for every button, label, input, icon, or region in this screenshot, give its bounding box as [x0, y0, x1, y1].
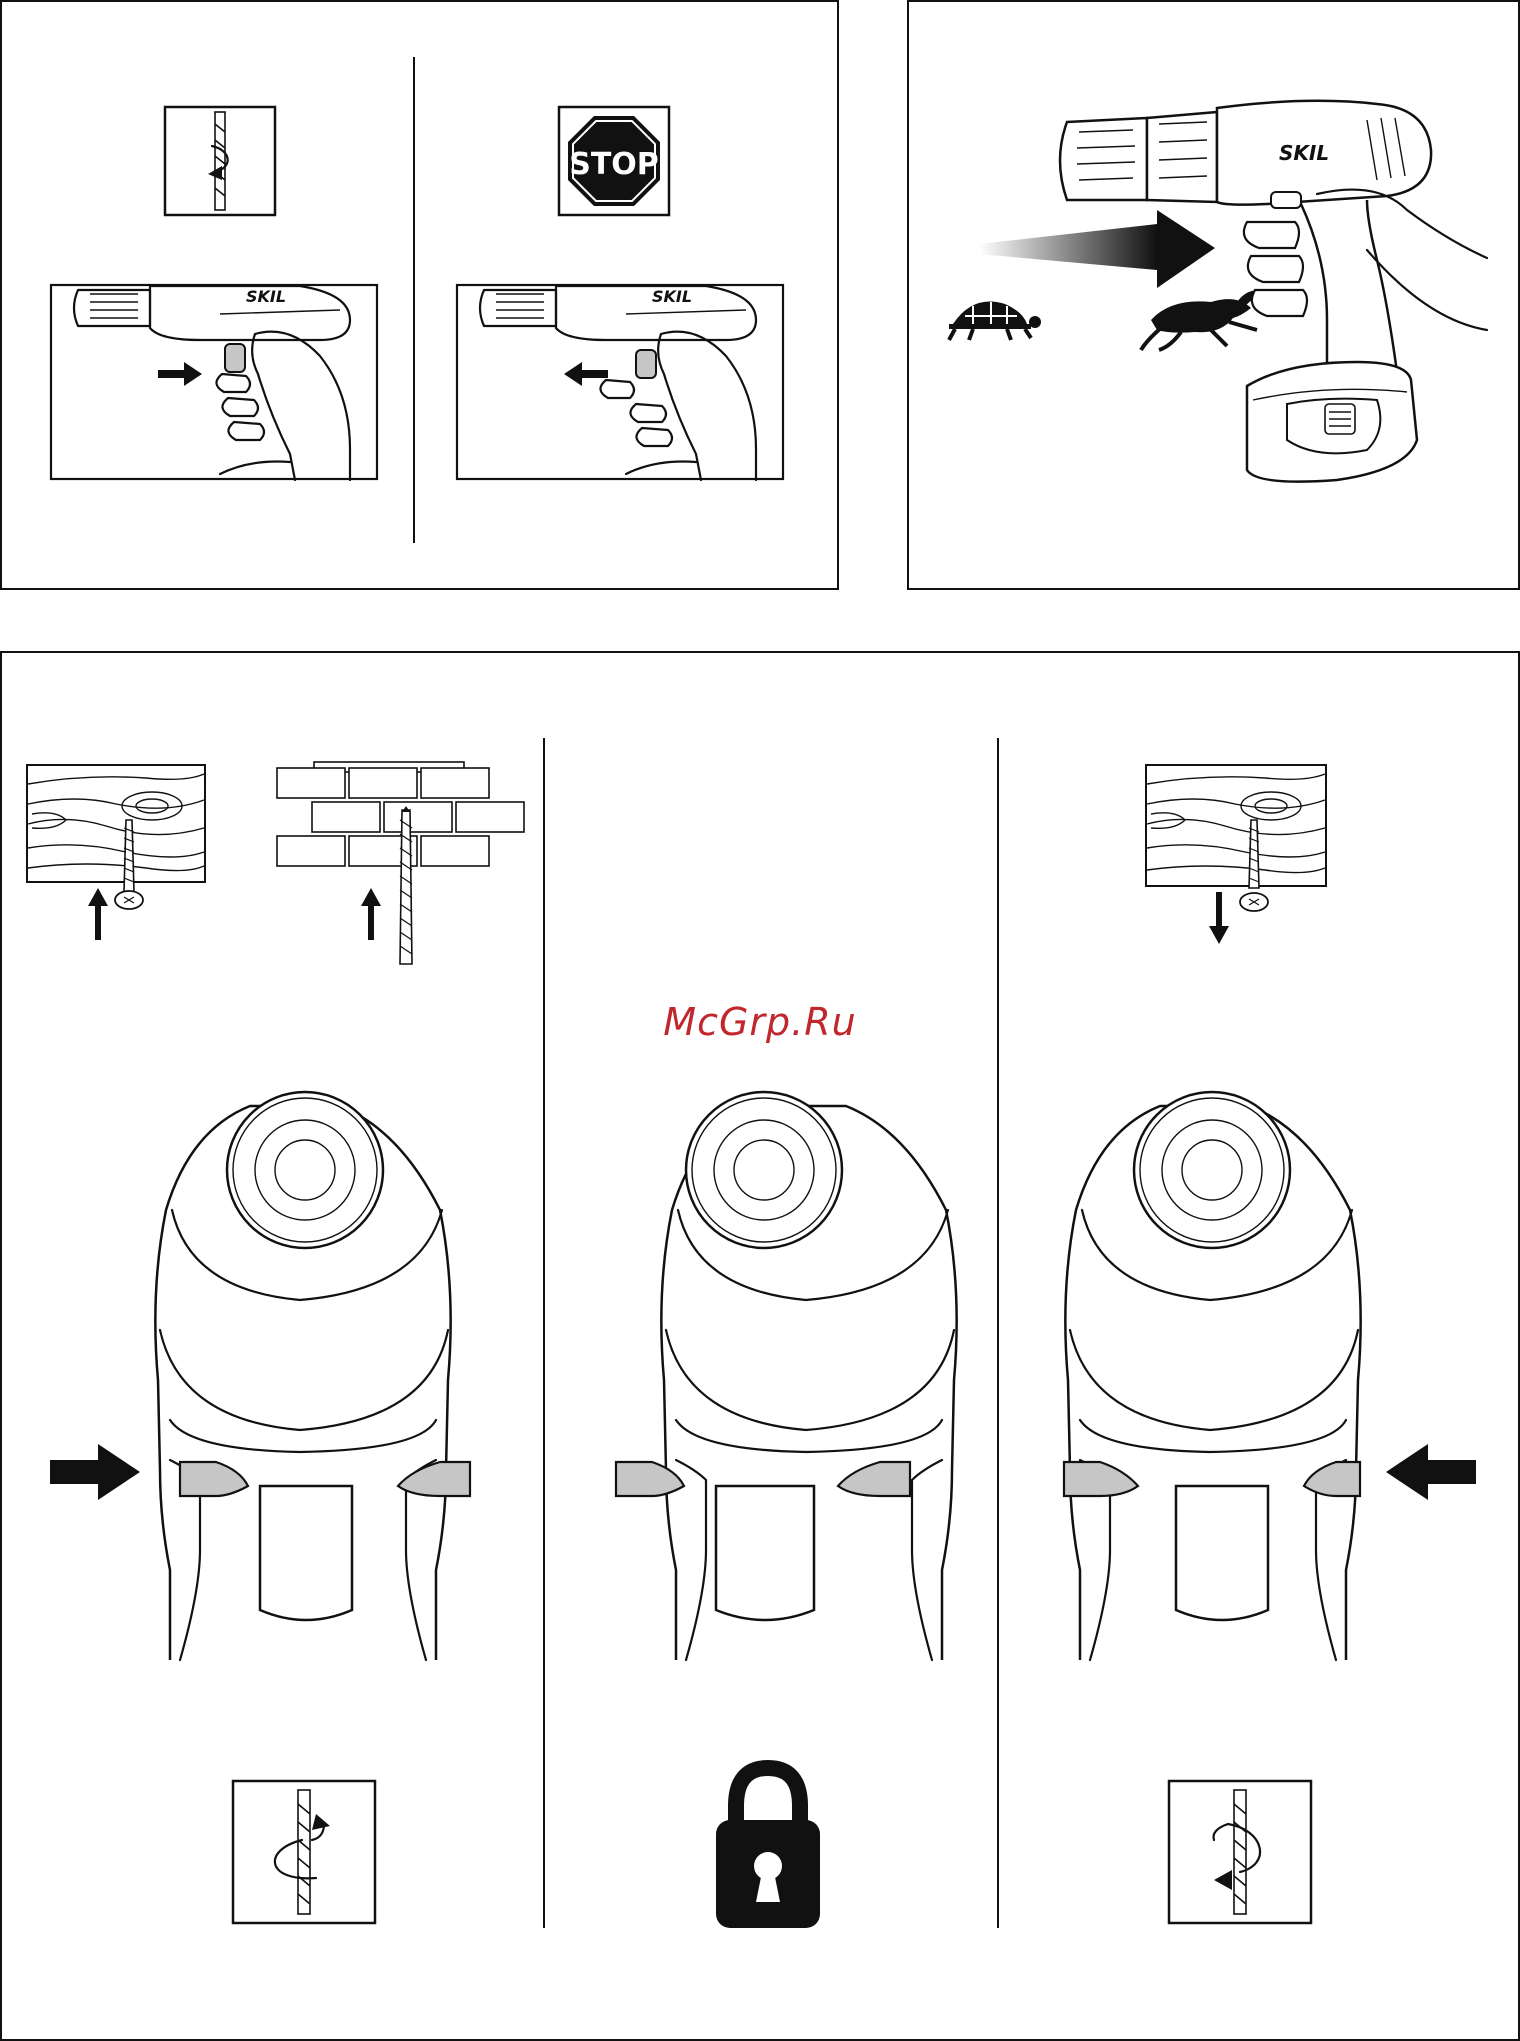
rotation-counterclockwise-icon — [164, 106, 276, 216]
padlock-icon — [716, 1762, 820, 1930]
stop-sign-label: STOP — [569, 147, 659, 182]
drill-top-view-reverse — [1040, 1050, 1500, 1670]
stop-sign-icon: STOP — [558, 106, 670, 216]
drill-top-view-forward — [40, 1050, 480, 1670]
rabbit-icon — [1141, 290, 1265, 350]
brand-label-2: SKIL — [652, 287, 692, 306]
brand-label-3: SKIL — [1279, 141, 1329, 165]
drill-top-view-locked — [560, 1050, 980, 1670]
divider-top-left — [413, 57, 415, 543]
brick-drill-icon — [276, 760, 526, 970]
drill-trigger-release-illustration: SKIL — [456, 284, 784, 480]
wood-screw-remove-icon — [1145, 764, 1329, 954]
brand-label: SKIL — [246, 287, 286, 306]
drill-trigger-press-illustration: SKIL — [50, 284, 378, 480]
divider-bottom-1 — [543, 738, 545, 1928]
rotation-counterclockwise-icon-2 — [1168, 1780, 1312, 1924]
divider-bottom-2 — [997, 738, 999, 1928]
rotation-clockwise-icon — [232, 1780, 376, 1924]
watermark: McGrp.Ru — [620, 1000, 900, 1044]
wood-screw-icon — [26, 764, 206, 944]
turtle-icon — [949, 302, 1041, 341]
variable-speed-drill-illustration: SKIL — [907, 0, 1520, 590]
